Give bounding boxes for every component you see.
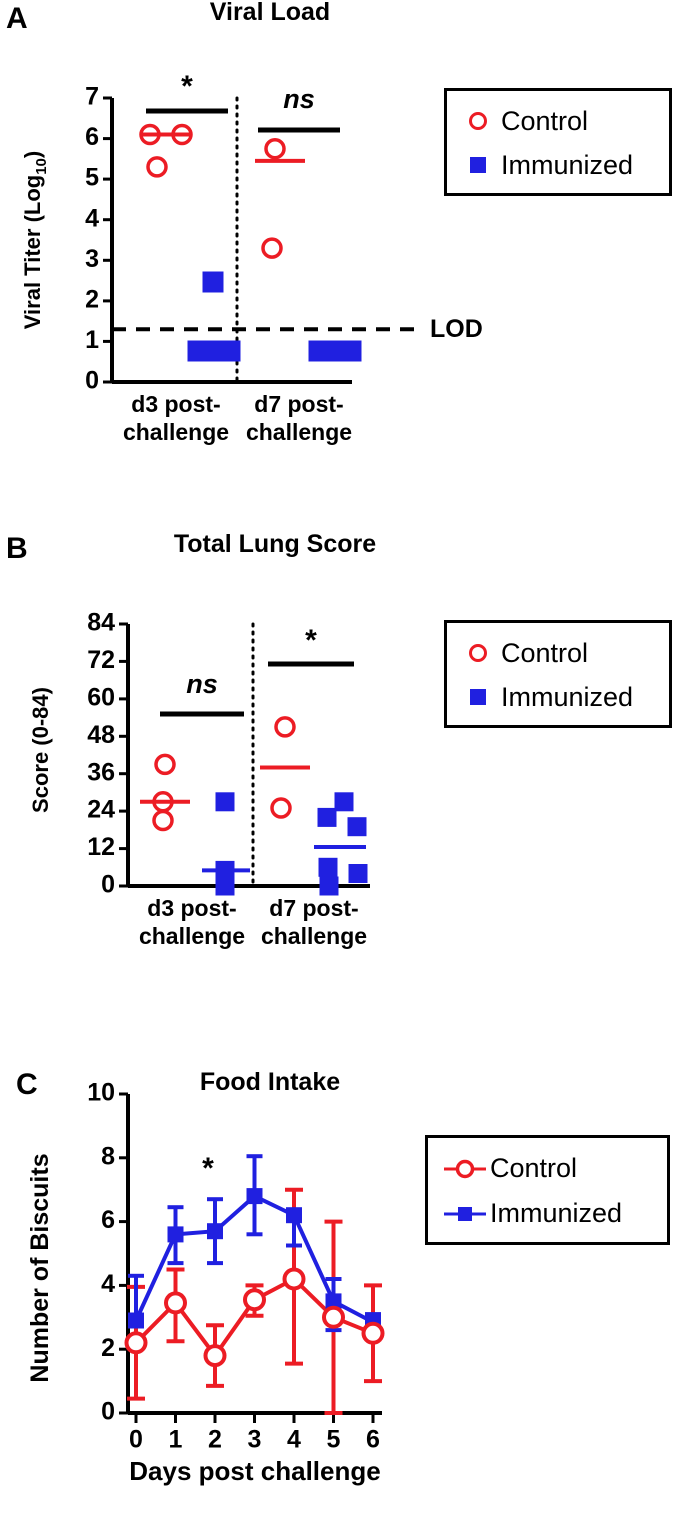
- panel-c-xtick-1: 1: [169, 1426, 183, 1454]
- panel-a-legend: Control Immunized: [444, 88, 672, 196]
- panel-c-sig-day2: *: [202, 1152, 214, 1185]
- panel-a-legend-row-control: Control: [467, 99, 669, 143]
- panel-b-d3-immunized-points: [202, 792, 250, 896]
- panel-b: B Total Lung Score Score (0-84) 0 12 24 …: [0, 520, 689, 1030]
- panel-b-title: Total Lung Score: [173, 530, 377, 558]
- panel-b-legend-row-immunized: Immunized: [467, 675, 669, 719]
- panel-b-plot: Score (0-84) 0 12 24 36 48 60 72 84: [0, 598, 450, 949]
- panel-b-xgroup-0-line1: d3 post-: [147, 895, 236, 921]
- panel-a-ytick-0: 0: [85, 367, 99, 395]
- panel-a-sig-d7: ns: [283, 84, 315, 114]
- panel-c-ylabel: Number of Biscuits: [26, 1153, 54, 1382]
- panel-b-legend-row-control: Control: [467, 631, 669, 675]
- panel-b-xgroup-0-line2: challenge: [139, 923, 245, 949]
- panel-a: A Viral Load Viral Titer (Log10) 0: [0, 0, 689, 520]
- panel-b-ytick-24: 24: [87, 796, 115, 824]
- open-circle-icon: [467, 642, 501, 664]
- panel-c-xtick-4: 4: [287, 1426, 301, 1454]
- panel-c-ytick-2: 2: [101, 1334, 115, 1362]
- panel-b-ytick-84: 84: [87, 609, 115, 637]
- open-circle-line-icon: [442, 1158, 490, 1180]
- panel-a-d3-immunized-points: [187, 271, 241, 362]
- panel-a-letter: A: [6, 2, 28, 35]
- panel-b-letter: B: [6, 532, 28, 565]
- panel-b-d7-control-points: [260, 716, 310, 819]
- panel-b-ytick-36: 36: [87, 758, 115, 786]
- panel-c: C Food Intake Number of Biscuits 0 2 4 6…: [0, 1030, 689, 1521]
- panel-b-sig-d3: ns: [186, 669, 218, 699]
- panel-c-plot: Number of Biscuits 0 2 4 6 8 10: [0, 1068, 440, 1518]
- panel-b-ytick-48: 48: [87, 721, 115, 749]
- panel-c-ytick-10: 10: [87, 1079, 115, 1107]
- panel-b-svg: Score (0-84) 0 12 24 36 48 60 72 84: [28, 609, 370, 949]
- filled-square-icon: [467, 154, 501, 176]
- panel-b-ytick-0: 0: [101, 871, 115, 899]
- panel-a-legend-label-immunized: Immunized: [501, 149, 634, 180]
- panel-c-xtick-6: 6: [366, 1426, 380, 1454]
- panel-b-sig-d7: *: [305, 624, 317, 657]
- panel-c-xtick-0: 0: [129, 1426, 143, 1454]
- panel-b-ytick-12: 12: [87, 833, 115, 861]
- panel-c-ytick-6: 6: [101, 1206, 115, 1234]
- panel-c-x-ticks: 0 1 2 3 4 5 6: [129, 1413, 380, 1454]
- filled-square-icon: [467, 686, 501, 708]
- panel-a-ylabel: Viral Titer (Log10): [20, 151, 50, 329]
- panel-c-svg: Number of Biscuits 0 2 4 6 8 10: [26, 1079, 385, 1486]
- filled-square-line-icon: [442, 1203, 490, 1225]
- panel-b-ytick-72: 72: [87, 646, 115, 674]
- panel-c-xtick-2: 2: [208, 1426, 222, 1454]
- panel-c-ytick-8: 8: [101, 1142, 115, 1170]
- panel-c-legend-row-immunized: Immunized: [442, 1191, 667, 1236]
- panel-c-ytick-0: 0: [101, 1398, 115, 1426]
- panel-c-y-ticks: 0 2 4 6 8 10: [87, 1079, 128, 1426]
- panel-a-d3-control-points: [139, 123, 193, 178]
- panel-a-ytick-2: 2: [85, 286, 99, 314]
- open-circle-icon: [467, 110, 501, 132]
- panel-a-xgroup-0-line2: challenge: [123, 419, 229, 445]
- panel-b-ylabel: Score (0-84): [28, 687, 53, 813]
- panel-a-ytick-6: 6: [85, 123, 99, 151]
- panel-b-ytick-60: 60: [87, 684, 115, 712]
- panel-c-legend: Control Immunized: [425, 1135, 670, 1245]
- panel-a-title: Viral Load: [209, 0, 331, 26]
- panel-b-legend-label-immunized: Immunized: [501, 681, 634, 712]
- panel-a-plot: Viral Titer (Log10) 0 1 2 3 4 5: [0, 60, 483, 445]
- panel-a-ytick-5: 5: [85, 164, 99, 192]
- panel-c-xlabel: Days post challenge: [129, 1456, 380, 1486]
- panel-c-legend-label-control: Control: [490, 1153, 578, 1183]
- panel-a-ytick-3: 3: [85, 245, 99, 273]
- panel-a-ytick-4: 4: [85, 204, 99, 232]
- panel-a-ytick-1: 1: [85, 326, 99, 354]
- panel-b-xgroup-1-line2: challenge: [261, 923, 367, 949]
- panel-a-sig-d3: *: [181, 70, 193, 103]
- panel-a-lod-label: LOD: [430, 315, 483, 343]
- panel-a-y-ticks: 0 1 2 3 4 5 6 7: [85, 83, 112, 395]
- panel-b-legend-label-control: Control: [501, 637, 589, 668]
- panel-c-legend-row-control: Control: [442, 1146, 667, 1191]
- panel-a-legend-label-control: Control: [501, 105, 589, 136]
- panel-c-xtick-3: 3: [248, 1426, 262, 1454]
- panel-a-d7-immunized-points: [308, 340, 362, 362]
- panel-c-control-markers: [124, 1267, 385, 1368]
- panel-c-xtick-5: 5: [327, 1426, 341, 1454]
- panel-a-d7-control-points: [255, 137, 305, 259]
- panel-c-ytick-4: 4: [101, 1270, 115, 1298]
- panel-a-xgroup-1-line1: d7 post-: [254, 391, 343, 417]
- panel-b-legend: Control Immunized: [444, 620, 672, 728]
- panel-a-xgroup-0-line1: d3 post-: [131, 391, 220, 417]
- panel-c-title: Food Intake: [199, 1068, 341, 1096]
- panel-a-ytick-7: 7: [85, 83, 99, 111]
- panel-c-legend-label-immunized: Immunized: [490, 1198, 623, 1228]
- panel-b-d7-immunized-points: [314, 792, 368, 896]
- panel-b-xgroup-1-line1: d7 post-: [269, 895, 358, 921]
- panel-b-y-ticks: 0 12 24 36 48 60 72 84: [87, 609, 128, 899]
- panel-a-xgroup-1-line2: challenge: [246, 419, 352, 445]
- panel-a-legend-row-immunized: Immunized: [467, 143, 669, 187]
- panel-c-letter: C: [16, 1068, 38, 1101]
- panel-a-svg: Viral Titer (Log10) 0 1 2 3 4 5: [20, 70, 483, 445]
- panel-b-d3-control-points: [140, 753, 190, 832]
